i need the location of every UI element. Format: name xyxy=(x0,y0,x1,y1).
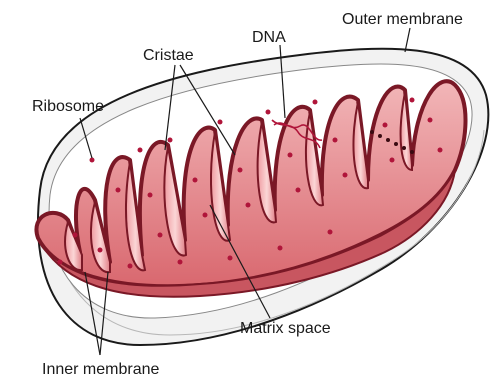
label-matrix-space: Matrix space xyxy=(240,320,331,337)
label-inner-membrane: Inner membrane xyxy=(42,361,159,378)
label-outer-membrane: Outer membrane xyxy=(342,11,463,28)
label-dna: DNA xyxy=(252,29,286,46)
label-ribosome: Ribosome xyxy=(32,98,104,115)
label-cristae: Cristae xyxy=(143,47,194,64)
leader-outer-membrane xyxy=(405,28,410,52)
